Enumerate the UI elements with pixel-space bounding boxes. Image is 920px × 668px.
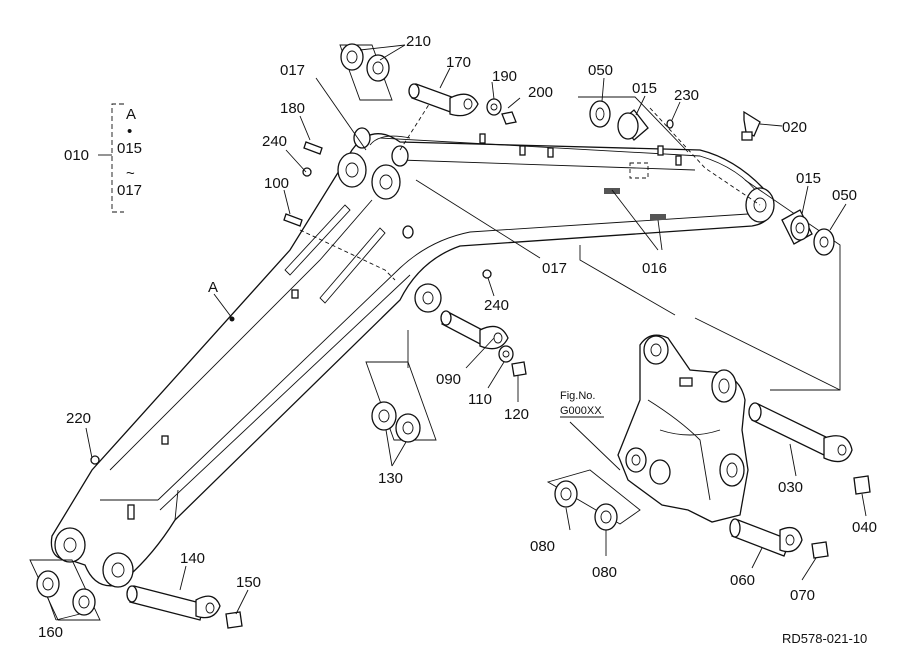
grease-fitting-020 [741, 110, 761, 141]
bushing-015-left [578, 96, 689, 153]
washers-210 [339, 43, 393, 101]
pin-090-assembly [440, 310, 527, 377]
fig-ref-number: G000XX [560, 405, 602, 417]
pin-170-assembly [408, 83, 517, 125]
label-140: 140 [180, 550, 205, 567]
label-040: 040 [852, 519, 877, 536]
label-160: 160 [38, 624, 63, 641]
label-180: 180 [280, 100, 305, 117]
label-017-right: 017 [542, 260, 567, 277]
label-030: 030 [778, 479, 803, 496]
bushing-015-right [781, 209, 835, 256]
label-190: 190 [492, 68, 517, 85]
label-020: 020 [782, 119, 807, 136]
label-200: 200 [528, 84, 553, 101]
label-015-right: 015 [796, 170, 821, 187]
label-110: 110 [468, 391, 492, 408]
swing-bracket [617, 334, 749, 523]
label-230: 230 [674, 87, 699, 104]
fittings-left [90, 141, 492, 465]
pin-140-assembly [126, 585, 243, 629]
washers-160 [29, 559, 101, 621]
label-170: 170 [446, 54, 471, 71]
label-080-right: 080 [592, 564, 617, 581]
label-210: 210 [406, 33, 431, 50]
boom-arm [50, 127, 775, 588]
label-060: 060 [730, 572, 755, 589]
label-050-right: 050 [832, 187, 857, 204]
washers-080 [546, 469, 641, 531]
fig-ref-label: Fig.No. [560, 390, 595, 402]
label-150: 150 [236, 574, 261, 591]
drawing-code: RD578-021-10 [782, 631, 867, 646]
legend-item-a: A [126, 106, 136, 123]
label-100: 100 [264, 175, 289, 192]
pin-060-assembly [729, 518, 829, 559]
dashed-guides [299, 94, 841, 391]
label-015-left: 015 [632, 80, 657, 97]
legend-item-017: 017 [117, 182, 142, 199]
legend-item-tilde: ~ [126, 165, 135, 182]
label-120: 120 [504, 406, 529, 423]
label-220: 220 [66, 410, 91, 427]
label-240-right: 240 [484, 297, 509, 314]
label-240-left: 240 [262, 133, 287, 150]
label-017-top: 017 [280, 62, 305, 79]
legend-item-dot: • [127, 123, 132, 140]
label-assembly-a: A [208, 279, 218, 296]
label-080-left: 080 [530, 538, 555, 555]
figure-reference: Fig.No. G000XX [560, 390, 604, 418]
label-016: 016 [642, 260, 667, 277]
pin-030-assembly [748, 402, 871, 495]
legend-item-015: 015 [117, 140, 142, 157]
label-070: 070 [790, 587, 815, 604]
label-050-left: 050 [588, 62, 613, 79]
part-number-labels: 210 170 190 200 017 180 240 100 050 015 … [38, 33, 877, 641]
label-130: 130 [378, 470, 403, 487]
label-090: 090 [436, 371, 461, 388]
washers-130 [365, 361, 437, 443]
legend-group-number: 010 [64, 147, 89, 164]
leader-lines [47, 44, 867, 621]
assembly-marker-dot [229, 316, 235, 322]
legend-group: 010 A • 015 ~ 017 [64, 103, 142, 213]
